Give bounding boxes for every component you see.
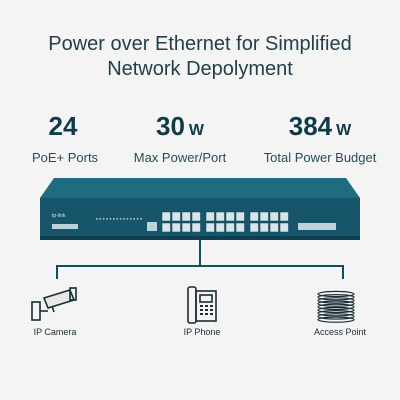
port-block <box>161 211 289 233</box>
led <box>140 218 142 220</box>
ethernet-port <box>225 211 235 222</box>
device-label-ip-phone: IP Phone <box>183 327 221 337</box>
switch-top <box>40 178 360 198</box>
ethernet-port <box>269 211 279 222</box>
ip-camera-icon <box>31 287 77 321</box>
sfp-slots <box>298 223 336 230</box>
ap-ring <box>317 293 355 301</box>
stat-label: Max Power/Port <box>133 150 227 165</box>
ethernet-port <box>191 211 201 222</box>
stat-label: Total Power Budget <box>263 150 377 165</box>
ethernet-port <box>259 222 269 233</box>
ethernet-port <box>235 222 245 233</box>
poe-switch: tp-link <box>40 178 360 240</box>
led <box>126 218 129 220</box>
led <box>123 218 125 220</box>
ethernet-port <box>171 211 181 222</box>
led <box>113 218 115 220</box>
ethernet-port <box>279 222 289 233</box>
ethernet-port <box>249 211 259 222</box>
ethernet-port <box>225 222 235 233</box>
console-port <box>147 222 157 231</box>
ethernet-port <box>259 211 269 222</box>
connector-left <box>56 265 58 279</box>
stat-label: PoE+ Ports <box>31 150 99 165</box>
access-point-icon <box>317 290 355 323</box>
stat-value: 24 <box>48 111 78 141</box>
stat-poe-ports: 24 PoE+ Ports <box>10 112 120 167</box>
led <box>96 218 98 220</box>
ethernet-port <box>215 222 225 233</box>
status-panel <box>52 224 78 229</box>
led <box>99 218 101 220</box>
device-label-ip-camera: IP Camera <box>33 327 77 337</box>
led <box>119 218 122 220</box>
headline-line1: Power over Ethernet for Simplified <box>48 33 352 55</box>
ethernet-port <box>205 211 215 222</box>
headline-line2: Network Depolyment <box>107 58 293 80</box>
ethernet-port <box>215 211 225 222</box>
connector-trunk <box>199 240 201 266</box>
led <box>106 218 108 220</box>
ap-ring <box>317 290 355 298</box>
connector-right <box>342 265 344 279</box>
headline: Power over Ethernet for Simplified Netwo… <box>0 32 400 82</box>
ethernet-port <box>171 222 181 233</box>
ethernet-port <box>235 211 245 222</box>
led-row <box>96 218 142 220</box>
ap-ring <box>317 297 355 304</box>
device-label-access-point: Access Point <box>313 327 367 337</box>
led <box>102 218 105 220</box>
ethernet-port <box>161 222 171 233</box>
ap-ring <box>317 313 355 320</box>
ap-ring <box>317 303 355 310</box>
led <box>133 218 135 220</box>
ethernet-port <box>181 222 191 233</box>
ap-ring <box>317 300 355 307</box>
ethernet-port <box>181 211 191 222</box>
ip-phone-icon <box>187 286 217 324</box>
led <box>116 218 118 220</box>
led <box>109 218 112 220</box>
brand-logo: tp-link <box>52 213 66 219</box>
led <box>130 218 132 220</box>
ethernet-port <box>279 211 289 222</box>
ethernet-port <box>191 222 201 233</box>
ap-ring <box>317 306 355 314</box>
connector-bus <box>56 265 344 267</box>
led <box>136 218 139 220</box>
ethernet-port <box>269 222 279 233</box>
ethernet-port <box>161 211 171 222</box>
ap-ring <box>317 310 355 317</box>
ethernet-port <box>205 222 215 233</box>
ethernet-port <box>249 222 259 233</box>
ap-ring <box>317 316 355 323</box>
